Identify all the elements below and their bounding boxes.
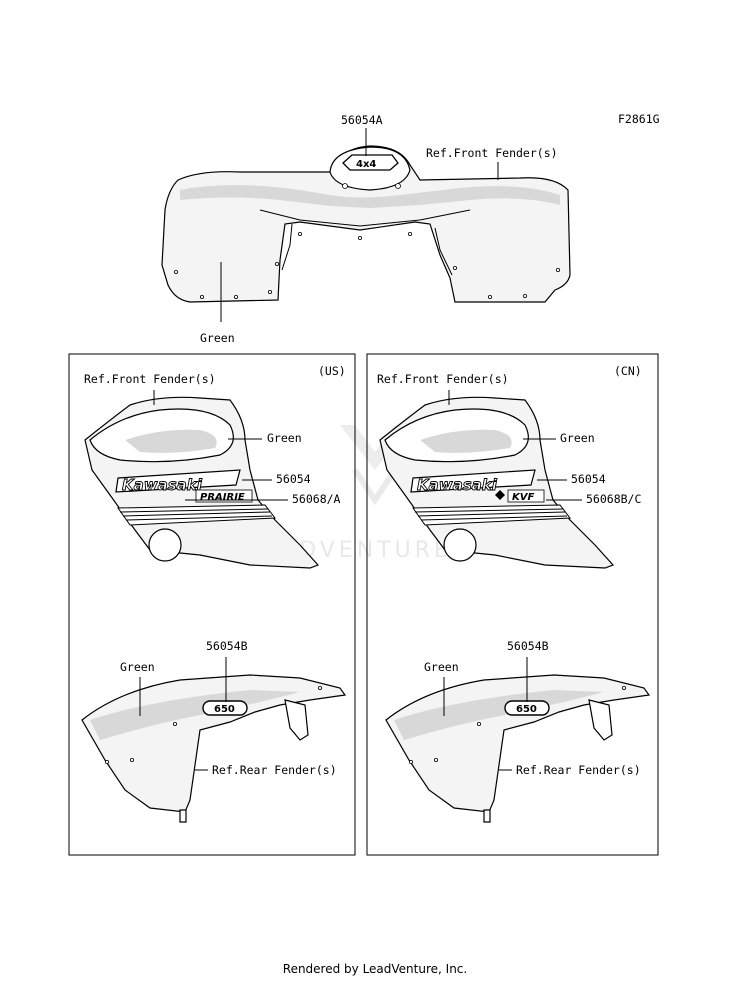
top-fender-shadow [180, 185, 560, 208]
watermark-logo-mark-icon [352, 468, 398, 506]
cn-rear-ref-label: Ref.Rear Fender(s) [516, 763, 641, 777]
top-part-56054A: 56054A [341, 113, 383, 127]
top-fender-right-inner [434, 227, 453, 276]
us-rear-fender-shade [90, 690, 300, 740]
cn-front-fender-shade [420, 429, 512, 453]
cn-part-56068BC: 56068B/C [586, 492, 641, 506]
cn-rear-badge-650-icon: 650 [504, 700, 550, 716]
us-rear-fender-tab [179, 809, 187, 823]
cn-part-56054: 56054 [571, 472, 606, 486]
us-rear-badge-650-icon: 650 [202, 700, 248, 716]
us-front-ref-label: Ref.Front Fender(s) [84, 372, 216, 386]
cn-kvf-decal: KVF [495, 489, 545, 503]
us-rear-badge-text: 650 [214, 704, 235, 715]
cn-front-fender-illustration: Kawasaki KVF [379, 390, 615, 569]
cn-kvf-text: KVF [512, 492, 534, 503]
cn-kawasaki-decal: Kawasaki [410, 469, 536, 494]
us-region-label: (US) [318, 364, 346, 378]
decal-4x4-text: 4x4 [356, 159, 376, 170]
cn-kvf-logo-icon [495, 490, 505, 500]
us-front-fender-shade [125, 429, 217, 453]
top-front-fender-illustration: 4x4 [161, 128, 571, 322]
top-color-green: Green [200, 331, 235, 345]
cn-stripe-decal [412, 504, 571, 526]
us-rear-fender-flap [284, 699, 309, 741]
cn-rear-fender-shade [394, 690, 604, 740]
us-stripe-decal [117, 504, 276, 526]
us-kawasaki-decal: Kawasaki [115, 469, 241, 494]
figure-code: F2861G [618, 112, 660, 126]
us-kawasaki-text: Kawasaki [122, 476, 203, 494]
us-front-fender-hole [148, 528, 182, 562]
us-front-fender-illustration: Kawasaki PRAIRIE [84, 390, 320, 569]
cn-kawasaki-text: Kawasaki [417, 476, 498, 494]
panel-us-frame [68, 353, 356, 856]
cn-rear-badge-text: 650 [516, 704, 537, 715]
cn-front-ref-label: Ref.Front Fender(s) [377, 372, 509, 386]
us-rear-color-label: Green [120, 660, 155, 674]
cn-rear-fender-flap [588, 699, 613, 741]
us-prairie-text: PRAIRIE [200, 492, 245, 503]
cn-front-color-label: Green [560, 431, 595, 445]
us-part-56054: 56054 [276, 472, 311, 486]
top-fender-bolts [173, 183, 561, 299]
us-front-color-label: Green [267, 431, 302, 445]
us-rear-ref-label: Ref.Rear Fender(s) [212, 763, 337, 777]
top-ref-front-fender: Ref.Front Fender(s) [426, 146, 558, 160]
cn-rear-color-label: Green [424, 660, 459, 674]
cn-front-fender-hole [443, 528, 477, 562]
decal-4x4-icon: 4x4 [342, 154, 399, 171]
cn-rear-fender-illustration: 650 [385, 657, 651, 823]
top-fender-ridge [259, 209, 471, 227]
cn-rear-part-label: 56054B [507, 639, 549, 653]
us-part-56068A: 56068/A [292, 492, 341, 506]
cn-region-label: (CN) [614, 364, 642, 378]
top-fender-left-inner [281, 223, 293, 271]
panel-cn-frame [366, 353, 659, 856]
us-rear-part-label: 56054B [206, 639, 248, 653]
us-rear-fender-illustration: 650 [81, 657, 347, 823]
footer-credit: Rendered by LeadVenture, Inc. [282, 962, 468, 976]
us-prairie-decal: PRAIRIE [195, 489, 253, 503]
cn-rear-fender-tab [483, 809, 491, 823]
